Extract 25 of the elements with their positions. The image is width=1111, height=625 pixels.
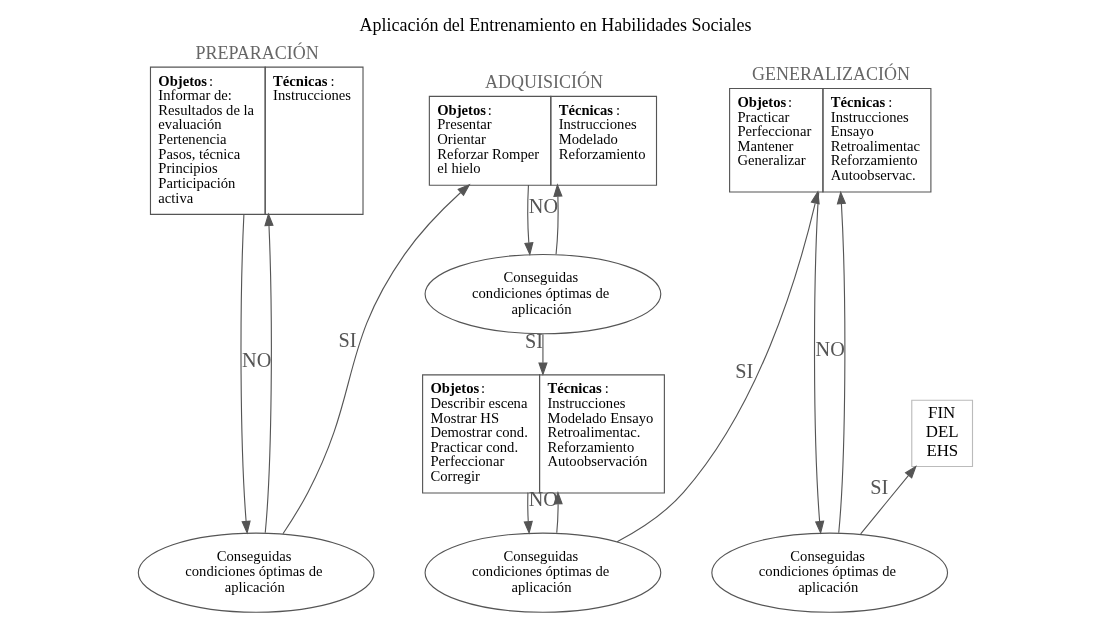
arrow xyxy=(523,492,533,535)
arrow xyxy=(524,184,534,256)
arrow xyxy=(836,190,847,534)
arrow xyxy=(282,183,471,535)
edge-label: SI xyxy=(338,328,357,351)
node-label: GENERALIZACIÓN xyxy=(752,64,910,85)
edge-label: SI xyxy=(735,359,754,382)
arrow xyxy=(553,183,563,255)
node-label: ADQUISICIÓN xyxy=(485,72,603,93)
edge-label: NO xyxy=(815,338,845,361)
node-ellipse: Conseguidas condiciones óptimas de aplicación xyxy=(711,532,949,613)
node-ellipse: Conseguidas condiciones óptimas de aplicación xyxy=(137,532,375,613)
arrow xyxy=(813,191,825,535)
arrow xyxy=(538,333,548,377)
arrow xyxy=(264,212,274,534)
node-label: PREPARACIÓN xyxy=(195,43,319,64)
node-ellipse: Conseguidas condiciones óptimas de aplicación xyxy=(424,253,662,335)
edge-label: NO xyxy=(242,348,272,371)
edge-label: SI xyxy=(870,475,889,498)
node-ellipse: Conseguidas condiciones óptimas de aplicación xyxy=(424,532,662,613)
node-box: FIN DEL EHS xyxy=(911,399,974,468)
edge-label: NO xyxy=(528,195,559,218)
arrow xyxy=(240,213,251,535)
diagram-title: Aplicación del Entrenamiento en Habilidades Sociales xyxy=(359,15,752,36)
arrow xyxy=(860,465,917,535)
